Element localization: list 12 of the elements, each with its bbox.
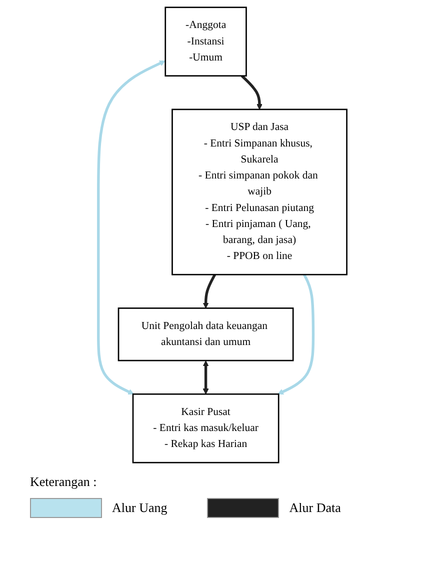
legend-text: Alur Uang xyxy=(112,500,168,516)
legend-heading: Keterangan : xyxy=(30,474,98,490)
node-box: Unit Pengolah data keuangan akuntansi dan umum xyxy=(118,308,294,362)
arrow xyxy=(241,74,263,110)
legend-text: Alur Data xyxy=(289,500,341,516)
arrow xyxy=(97,60,166,395)
node-box: USP dan Jasa - Entri Simpanan khusus, Sukarela - Entri simpanan pokok dan wajib - Entri Pelunasan piutang - Entri pinjaman ( Uang, barang, dan jasa) - PPOB on line xyxy=(172,108,348,276)
arrow xyxy=(203,274,216,308)
node-box: -Anggota -Instansi -Umum xyxy=(165,6,248,77)
arrow xyxy=(203,360,210,394)
arrow xyxy=(278,274,315,395)
node-box: Kasir Pusat - Entri kas masuk/keluar - Rekap kas Harian xyxy=(132,393,280,464)
